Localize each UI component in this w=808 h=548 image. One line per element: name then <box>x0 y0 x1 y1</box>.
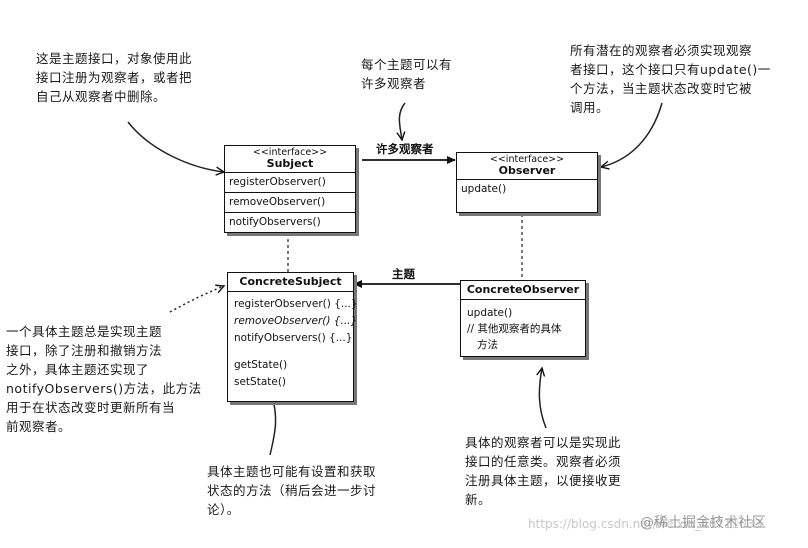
subject-name: Subject <box>266 157 314 170</box>
concrete-observer-box: ConcreteObserver update() // 其他观察者的具体 方法 <box>460 280 586 357</box>
cs-method-register: registerObserver() {...} <box>234 298 358 310</box>
note-concrete-subject: 一个具体主题总是实现主题 接口，除了注册和撤销方法 之外，具体主题还实现了 no… <box>6 324 202 434</box>
note-arrow-subject <box>127 121 224 172</box>
note-arrow-observer <box>601 102 663 167</box>
cs-method-get-state: getState() <box>234 359 288 371</box>
method-update: update() <box>461 183 507 195</box>
note-observer-interface: 所有潜在的观察者必须实现观察 者接口，这个接口只有update()一 个方法，当… <box>570 43 771 115</box>
concrete-subject-box: ConcreteSubject registerObserver() {...}… <box>227 272 358 402</box>
cs-method-notify: notifyObservers() {...} <box>234 332 353 344</box>
note-get-set-state: 具体主题也可能有设置和获取 状态的方法（稍后会进一步讨 论）。 <box>207 464 377 517</box>
note-arrow-getset <box>269 395 276 456</box>
label-many-observers: 许多观察者 <box>376 142 434 156</box>
label-subject-assoc: 主题 <box>392 267 415 281</box>
note-arrow-concrete-observer <box>539 368 547 429</box>
concrete-subject-name: ConcreteSubject <box>239 275 342 288</box>
cs-method-remove: removeObserver() {...} <box>234 315 358 327</box>
method-remove-observer: removeObserver() <box>229 196 326 208</box>
note-arrow-many <box>399 102 406 140</box>
method-register-observer: registerObserver() <box>229 176 326 188</box>
concrete-observer-methods: update() // 其他观察者的具体 方法 <box>461 300 585 356</box>
observer-header: <<interface>> Observer <box>457 153 597 180</box>
subject-stereotype: <<interface>> <box>252 147 328 158</box>
subject-methods-2: removeObserver() <box>225 193 355 213</box>
note-many-observers: 每个主题可以有 许多观察者 <box>361 57 453 91</box>
note-arrow-concrete-subject <box>169 286 224 313</box>
concrete-subject-methods: registerObserver() {...} removeObserver(… <box>228 292 358 401</box>
subject-methods-3: notifyObservers() <box>225 213 355 232</box>
note-subject-interface: 这是主题接口，对象使用此 接口注册为观察者，或者把 自己从观察者中删除。 <box>36 51 193 104</box>
method-notify-observers: notifyObservers() <box>229 216 321 228</box>
subject-methods: registerObserver() <box>225 173 355 193</box>
watermark-site: @稀土掘金技术社区 <box>640 515 766 531</box>
cs-spacer-2 <box>234 391 347 397</box>
observer-name: Observer <box>498 164 556 177</box>
note-concrete-observer: 具体的观察者可以是实现此 接口的任意类。观察者必须 注册具体主题，以便接收更 新… <box>465 435 622 507</box>
watermark-url: https://blog.csdn.net/weixin_46711033 <box>528 517 763 531</box>
concrete-observer-header: ConcreteObserver <box>461 281 585 300</box>
observer-stereotype: <<interface>> <box>489 154 565 165</box>
observer-interface-box: <<interface>> Observer update() <box>456 152 598 213</box>
observer-methods: update() <box>457 180 597 212</box>
cs-spacer <box>234 347 347 357</box>
co-comment: // 其他观察者的具体 方法 <box>467 323 562 351</box>
concrete-subject-header: ConcreteSubject <box>228 273 353 292</box>
subject-interface-box: <<interface>> Subject registerObserver()… <box>224 145 356 233</box>
cs-method-set-state: setState() <box>234 376 287 388</box>
subject-header: <<interface>> Subject <box>225 146 355 173</box>
concrete-observer-name: ConcreteObserver <box>466 283 580 296</box>
co-method-update: update() <box>467 307 513 319</box>
